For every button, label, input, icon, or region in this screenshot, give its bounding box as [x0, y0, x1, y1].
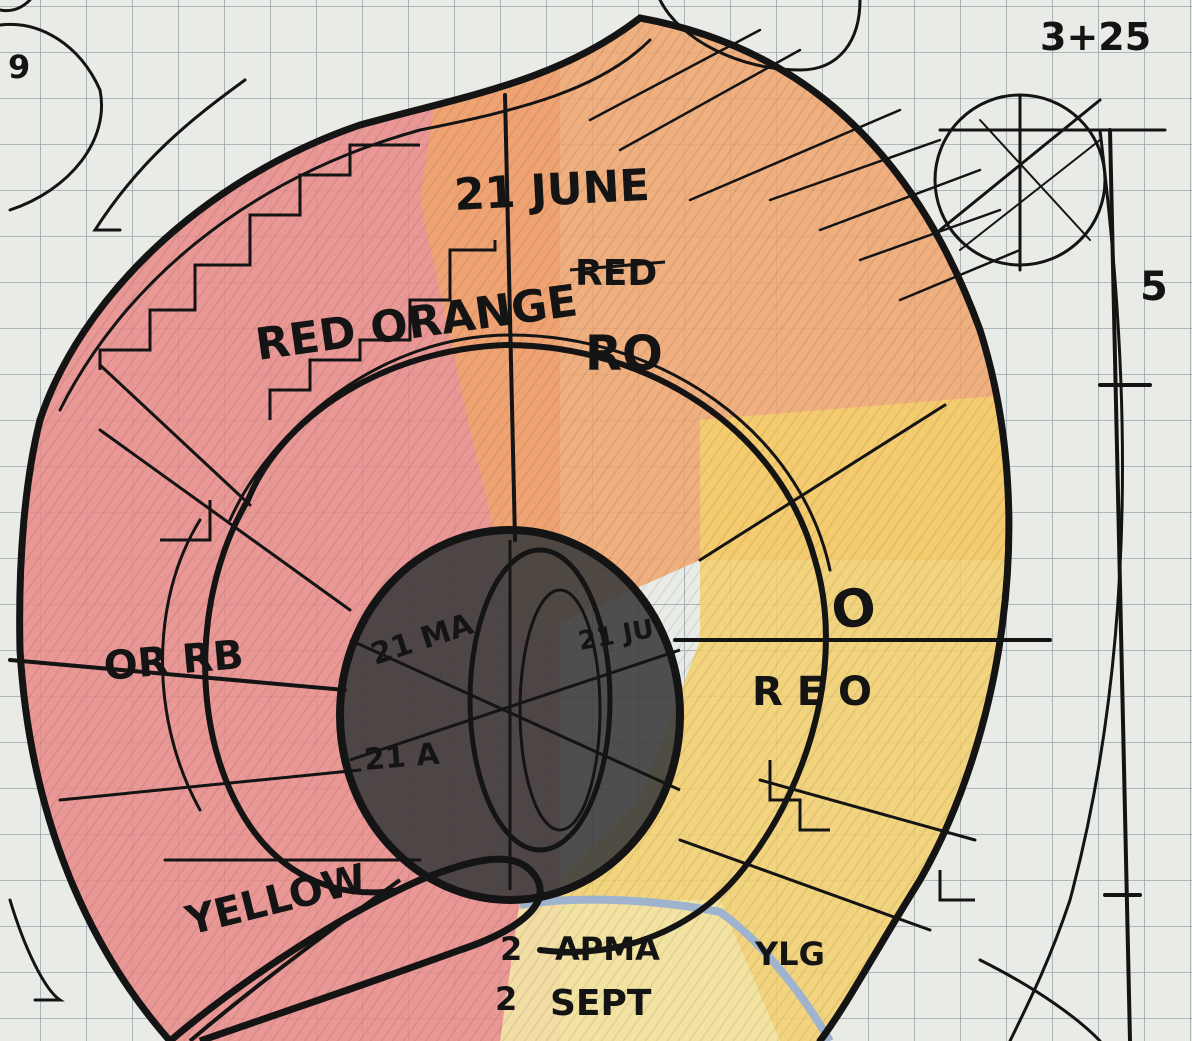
label-ro: RO [585, 326, 663, 382]
label-apma: APMA [555, 930, 660, 968]
corner-arcs [0, 0, 862, 1002]
center-core [336, 526, 684, 904]
label-21-june: 21 JUNE [453, 160, 651, 221]
label-sept: SEPT [550, 983, 652, 1024]
sweep-loop [167, 855, 544, 1041]
label-ratio: 3+25 [1040, 15, 1151, 59]
label-red-right: R E O [752, 669, 872, 715]
label-two-top: 2 [500, 930, 522, 968]
label-o: O [827, 576, 881, 643]
hour-lines [8, 93, 1052, 932]
auxiliary-circle-sketch [933, 93, 1167, 1041]
label-two-bottom: 2 [495, 980, 517, 1018]
label-nine: 9 [8, 48, 30, 86]
stepped-edge [98, 143, 420, 370]
label-red-struck: RED [575, 253, 657, 294]
label-five: 5 [1140, 264, 1168, 310]
label-ylg: YLG [754, 935, 825, 973]
label-inner-a: 21 A [363, 736, 442, 778]
blue-outline-region [519, 895, 834, 1041]
hatching-lines [588, 28, 1022, 302]
